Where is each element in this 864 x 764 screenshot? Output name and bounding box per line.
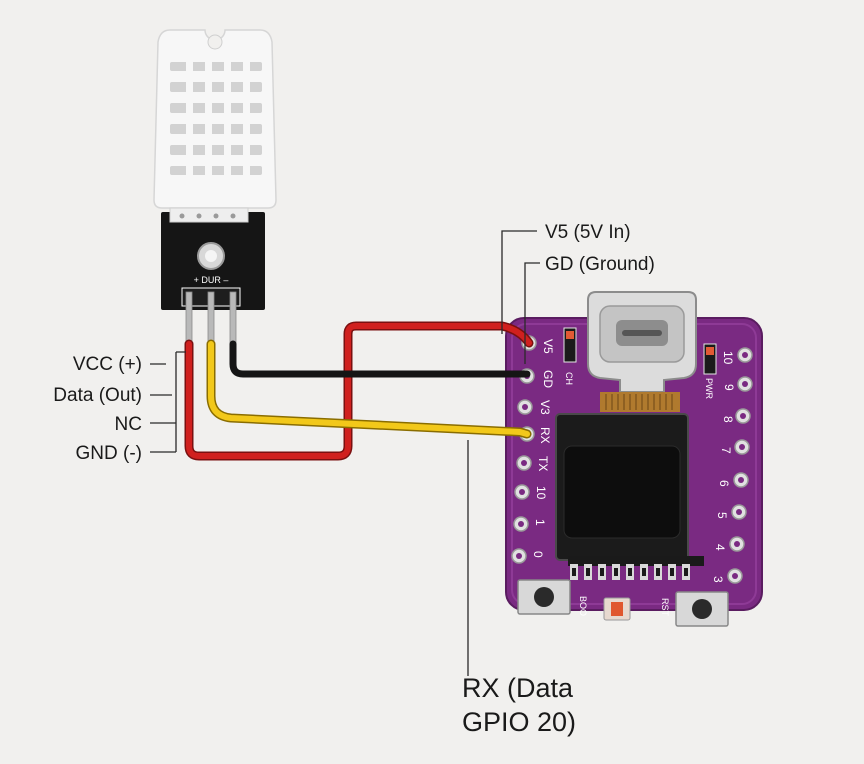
silk-right-pin: 4 bbox=[713, 544, 727, 551]
callout-rx-line2: GPIO 20) bbox=[462, 707, 576, 737]
silk-left-pin: RX bbox=[538, 427, 552, 444]
silk-right-pin: 7 bbox=[719, 447, 733, 454]
silk-boot: BOO bbox=[578, 596, 588, 616]
usb-c-connector bbox=[587, 291, 697, 393]
callout-line-v5 bbox=[501, 230, 537, 334]
silk-left-pin: 0 bbox=[531, 551, 545, 558]
wires bbox=[184, 321, 534, 461]
wire-yellow bbox=[208, 341, 530, 437]
silk-chip-ch: CH bbox=[564, 372, 574, 385]
wire-red bbox=[186, 323, 532, 459]
wire-red-outline bbox=[184, 321, 534, 461]
silk-right-pin: 6 bbox=[717, 480, 731, 487]
controller-board: CH PWR bbox=[505, 291, 763, 627]
silk-right-pin: 3 bbox=[711, 576, 725, 583]
silk-right-pin: 9 bbox=[722, 384, 736, 391]
callout-gd: GD (Ground) bbox=[545, 254, 655, 275]
callout-line-gd bbox=[524, 262, 540, 364]
wire-black bbox=[229, 340, 531, 378]
silk-right-pin: 10 bbox=[721, 351, 735, 365]
right-pin-labels: 10 9 8 7 6 5 4 3 bbox=[711, 351, 736, 583]
oled-display bbox=[555, 413, 689, 561]
sensor-housing bbox=[153, 29, 277, 209]
silk-chip-pwr: PWR bbox=[704, 378, 714, 399]
sensor-pin-label-gnd: GND (-) bbox=[76, 443, 142, 464]
reset-button bbox=[675, 591, 729, 627]
callout-v5: V5 (5V In) bbox=[545, 222, 631, 243]
silk-left-pin: V5 bbox=[541, 339, 555, 354]
boot-button bbox=[517, 579, 571, 615]
silk-left-pin: 10 bbox=[534, 486, 548, 500]
callout-rx-line1: RX (Data bbox=[462, 673, 574, 703]
silk-left-pin: GD bbox=[541, 370, 555, 388]
silk-left-pin: V3 bbox=[538, 400, 552, 415]
silk-left-pin: 1 bbox=[533, 519, 547, 526]
silk-left-pin: TX bbox=[536, 456, 550, 471]
bottom-smd-row bbox=[568, 556, 704, 580]
sensor-module-label: + DUR – bbox=[194, 275, 229, 285]
sensor-header-pins bbox=[185, 291, 237, 345]
right-pin-pads bbox=[727, 347, 753, 584]
callout-bracket bbox=[150, 351, 186, 453]
silk-right-pin: 8 bbox=[721, 416, 735, 423]
sensor-pin-label-vcc: VCC (+) bbox=[73, 354, 142, 375]
silk-right-pin: 5 bbox=[715, 512, 729, 519]
sensor-pin-label-data: Data (Out) bbox=[53, 385, 142, 406]
silk-rst: RST bbox=[660, 598, 670, 617]
board-callouts: V5 (5V In) GD (Ground) RX (Data GPIO 20) bbox=[462, 222, 655, 737]
sensor-pin-label-nc: NC bbox=[115, 414, 142, 435]
dht-sensor: + DUR – bbox=[153, 29, 277, 345]
sensor-pin-callouts: VCC (+) Data (Out) NC GND (-) bbox=[53, 351, 186, 464]
left-pin-labels: V5 GD V3 RX TX 10 1 0 bbox=[531, 339, 555, 558]
